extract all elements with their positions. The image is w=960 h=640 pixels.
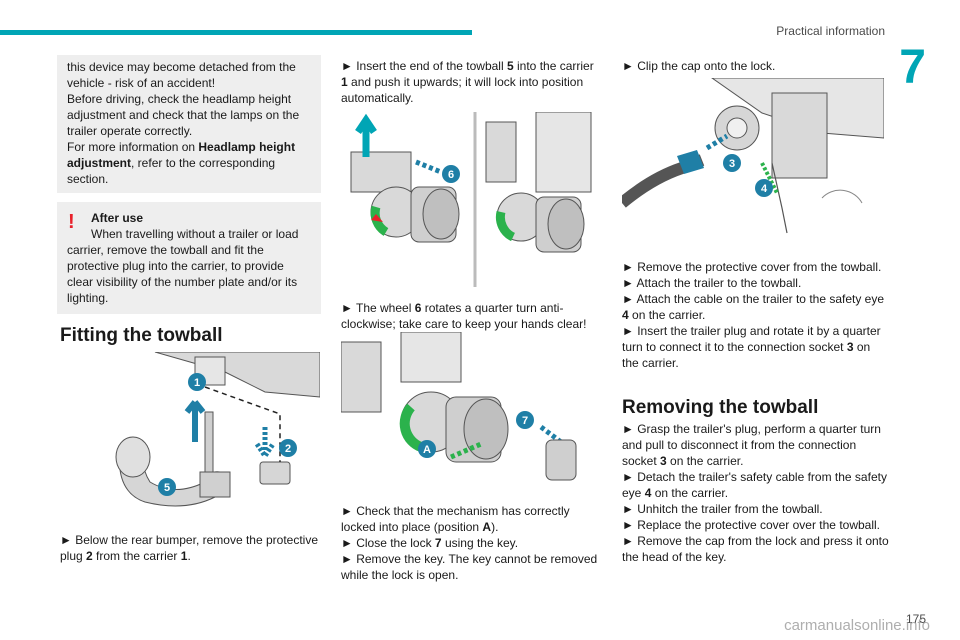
wheel-rotation-figure: 6 — [341, 112, 603, 287]
callout-6: 6 — [448, 169, 454, 181]
towball-fitting-figure: 1 2 5 — [115, 352, 320, 517]
warning-line: Before driving, check the headlamp heigh… — [67, 92, 292, 106]
chapter-number: 7 — [899, 41, 926, 94]
section-title: Practical information — [776, 24, 885, 38]
more-info-post: , refer to the corresponding section. — [67, 156, 276, 186]
after-use-text: When travelling without a trailer or loa… — [67, 227, 299, 305]
removing-heading: Removing the towball — [622, 397, 819, 418]
warning-line: vehicle - risk of an accident! — [67, 76, 216, 90]
removing-steps: ► Grasp the trailer's plug, perform a qu… — [622, 421, 890, 565]
right-steps: ► Remove the protective cover from the t… — [622, 259, 890, 371]
rem-step-1: ► Grasp the trailer's plug, perform a qu… — [622, 422, 881, 468]
step-11: ► Insert the trailer plug and rotate it … — [622, 324, 881, 370]
rem-step-5: ► Remove the cap from the lock and press… — [622, 534, 889, 564]
step-4: ► Check that the mechanism has correctly… — [341, 504, 570, 534]
callout-5: 5 — [164, 482, 170, 494]
page-number: 175 — [905, 612, 926, 626]
warning-box: this device may become detached from the… — [57, 55, 321, 193]
after-use-title: After use — [91, 211, 144, 225]
step-3: ► The wheel 6 rotates a quarter turn ant… — [341, 301, 587, 331]
trailer-connection-figure: 3 4 — [622, 78, 884, 253]
step-5: ► Close the lock 7 using the key. — [341, 536, 519, 550]
callout-7: 7 — [522, 415, 528, 427]
step-9: ► Attach the trailer to the towball. — [622, 276, 802, 290]
step-7: ► Clip the cap onto the lock. — [622, 59, 776, 73]
step-2: ► Insert the end of the towball 5 into t… — [341, 59, 594, 105]
warning-exclamation-icon: ! — [68, 211, 75, 233]
header-accent-bar — [0, 30, 472, 35]
watermark: carmanualsonline.info — [784, 617, 930, 634]
step-6: ► Remove the key. The key cannot be remo… — [341, 552, 598, 582]
step-8: ► Remove the protective cover from the t… — [622, 260, 882, 274]
middle-steps-bottom: ► Check that the mechanism has correctly… — [341, 503, 606, 583]
rem-step-3: ► Unhitch the trailer from the towball. — [622, 502, 823, 516]
warning-line: adjustment and check that the lamps on t… — [67, 108, 300, 122]
after-use-warning-box: ! After use When travelling without a tr… — [57, 202, 321, 314]
lock-figure: 7 A — [341, 332, 586, 492]
rem-step-2: ► Detach the trailer's safety cable from… — [622, 470, 887, 500]
rem-step-4: ► Replace the protective cover over the … — [622, 518, 881, 532]
step-10: ► Attach the cable on the trailer to the… — [622, 292, 885, 322]
callout-1: 1 — [194, 377, 200, 389]
callout-4: 4 — [761, 183, 768, 195]
fitting-heading: Fitting the towball — [60, 325, 223, 346]
more-info-link: Headlamp height adjustment — [67, 140, 296, 170]
more-info-pre: For more information on — [67, 140, 199, 154]
step-1: ► Below the rear bumper, remove the prot… — [60, 533, 318, 563]
warning-line: trailer operate correctly. — [67, 124, 193, 138]
warning-line: this device may become detached from the — [67, 60, 296, 74]
callout-2: 2 — [285, 443, 291, 455]
more-info-text: For more information on Headlamp height … — [67, 139, 311, 187]
callout-3: 3 — [729, 158, 735, 170]
callout-A: A — [423, 444, 431, 456]
